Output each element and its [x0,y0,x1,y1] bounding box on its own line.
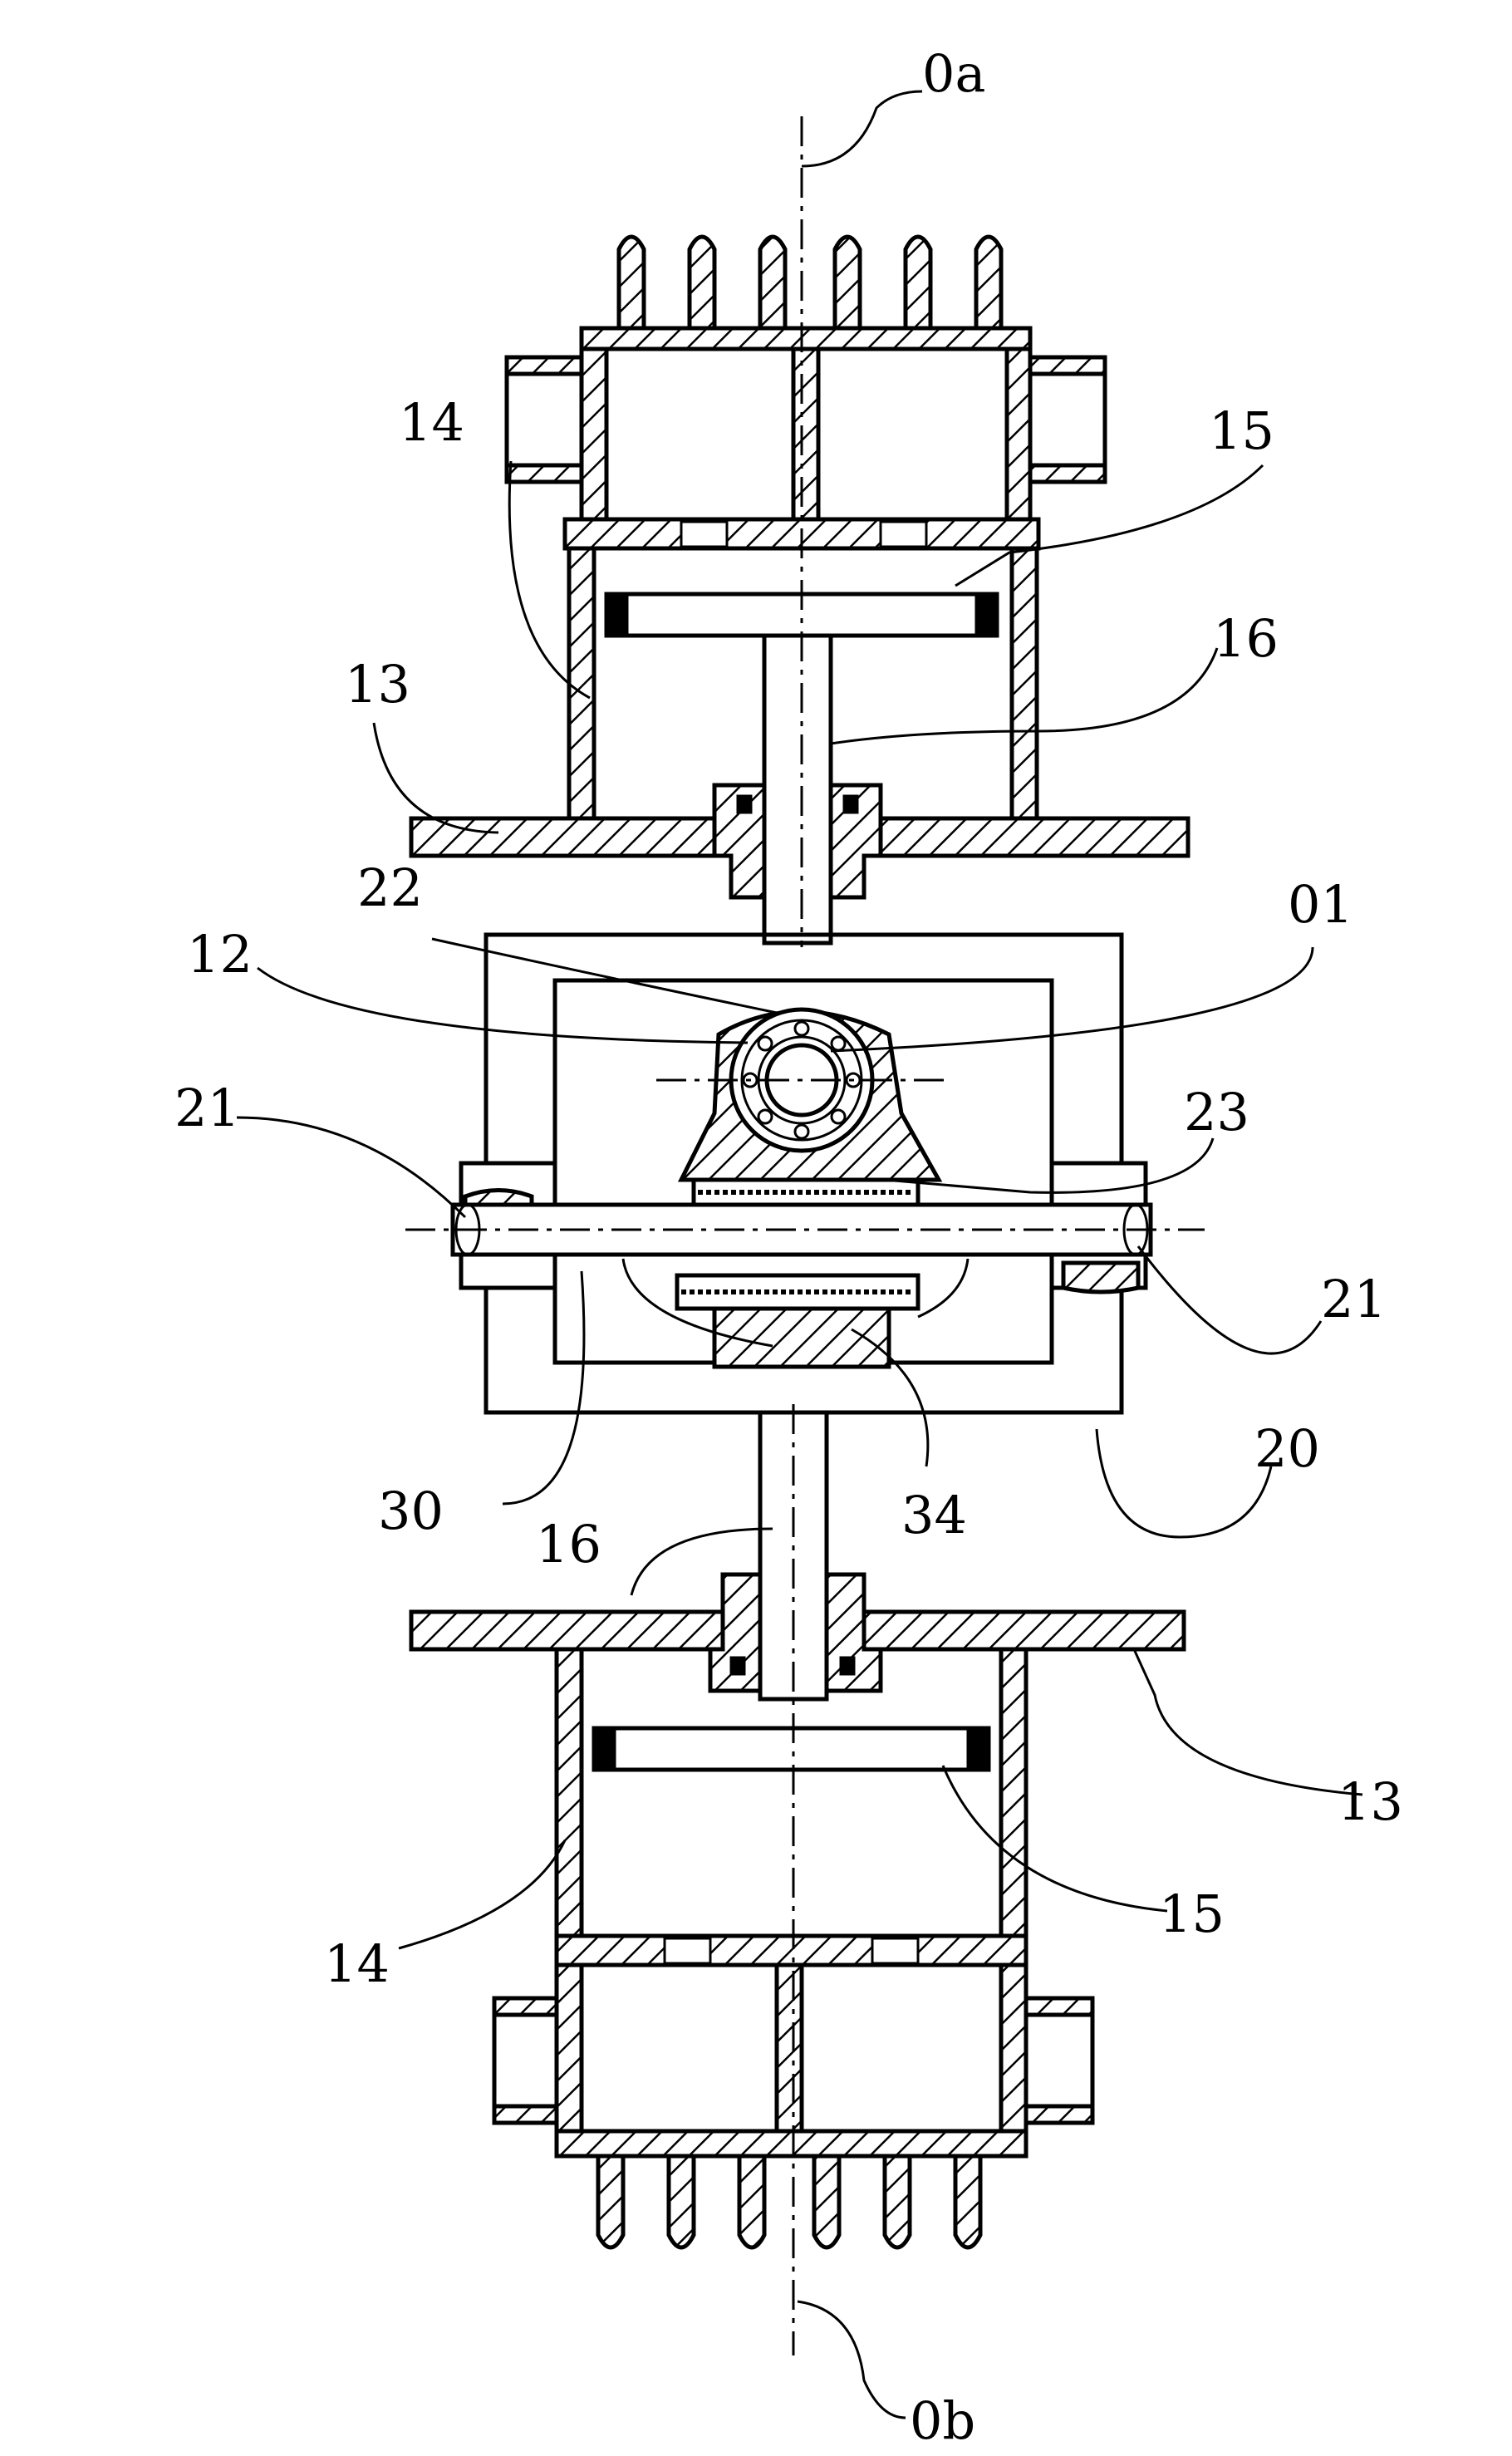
label-12: 12 [187,924,253,985]
label-13-top: 13 [345,654,410,715]
label-16-bottom: 16 [536,1514,601,1574]
bottom-cooling-fins [596,2154,983,2250]
label-0a: 0a [922,43,985,104]
label-16-top: 16 [1213,608,1279,669]
label-21-right: 21 [1321,1269,1387,1329]
top-mounting-plate [409,816,767,858]
label-23: 23 [1184,1082,1249,1142]
label-14-bottom: 14 [324,1933,390,1994]
label-01: 01 [1288,874,1353,935]
label-15-bottom: 15 [1159,1884,1225,1944]
bottom-cylinder-wall-right [999,1647,1028,1938]
top-cooling-fins [616,234,1004,331]
label-22: 22 [357,857,423,918]
center-lines [405,116,1205,2355]
label-0b: 0b [910,2390,975,2451]
top-head-plate [579,326,1033,351]
bottom-mounting-plate [409,1609,725,1652]
label-30: 30 [378,1481,444,1541]
bottom-piston [592,1726,991,1772]
central-frame [450,932,1153,1415]
label-20: 20 [1254,1418,1320,1479]
bottom-valve-plate [554,1933,1028,1967]
top-side-ports [504,355,1107,484]
bottom-cylinder-assembly [409,1410,1186,2250]
lower-block [712,1306,891,1369]
top-cylinder-wall-left [567,546,596,821]
label-13-bottom: 13 [1338,1771,1403,1832]
label-14-top: 14 [399,392,464,453]
top-cylinder-wall-right [1009,546,1039,821]
top-piston-rod [762,633,833,946]
top-cylinder-assembly [409,234,1190,946]
bottom-cylinder-wall-left [554,1647,584,1938]
label-34: 34 [901,1485,967,1545]
bottom-head-plate [554,2129,1028,2159]
bottom-piston-rod [758,1410,829,1702]
label-15-top: 15 [1209,400,1274,461]
leader-lines [236,90,1363,2419]
bottom-side-ports [492,1996,1095,2125]
label-21-left: 21 [174,1078,240,1138]
callout-labels: 0a 14 15 16 13 22 01 12 21 23 21 20 30 3… [174,43,1403,2451]
